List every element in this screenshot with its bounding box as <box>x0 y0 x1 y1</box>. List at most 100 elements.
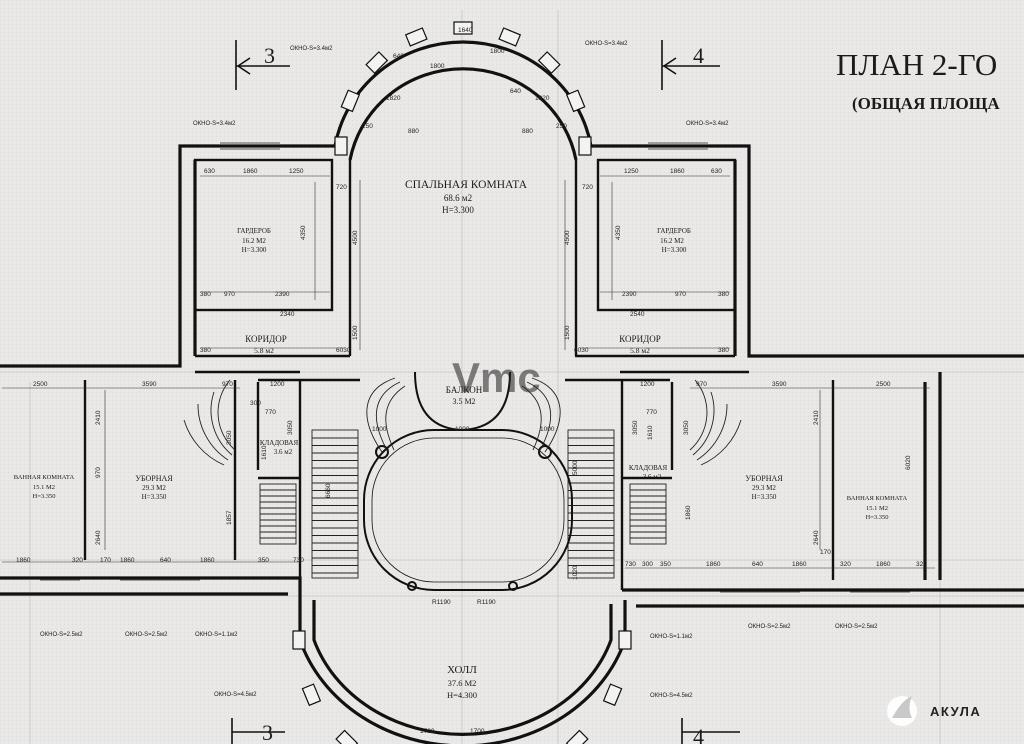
window-label: ОКНО-S=2.5м2 <box>40 632 83 638</box>
dimension: 3590 <box>142 381 157 388</box>
dimension: 1000 <box>372 426 387 433</box>
dimension: 380 <box>200 291 211 298</box>
dimension: 970 <box>675 291 686 298</box>
dimension: 1860 <box>200 557 215 564</box>
dimension: 6030 <box>574 347 589 354</box>
dimension: 970 <box>95 467 102 478</box>
hall-area: 37.6 М2 <box>448 678 477 688</box>
dimension: 1500 <box>564 325 571 340</box>
dimension-lines <box>2 175 935 569</box>
hall-pier <box>618 630 632 650</box>
dimension: 5000 <box>572 460 579 475</box>
dimension: 1860 <box>685 505 692 520</box>
corridor-right-area: 5.8 м2 <box>630 346 650 355</box>
window-label: ОКНО-S=2.5м2 <box>125 632 168 638</box>
dimension: 770 <box>646 409 657 416</box>
watermark: Vmc <box>452 354 541 401</box>
section-mark-4-top: 4 <box>693 43 704 68</box>
dimension: 2410 <box>813 410 820 425</box>
hall-name: ХОЛЛ <box>447 664 477 676</box>
dimension: 4500 <box>564 230 571 245</box>
toilet-left-height: Н=3.350 <box>142 493 167 501</box>
wardrobe-left-height: Н=3.300 <box>242 246 267 254</box>
dimension: 1860 <box>120 557 135 564</box>
bath-left-name: ВАННАЯ КОМНАТА <box>14 474 75 481</box>
bath-right-name: ВАННАЯ КОМНАТА <box>847 495 908 502</box>
dimension: 4350 <box>615 225 622 240</box>
apse-pier <box>565 89 586 113</box>
apse-pier <box>537 51 561 75</box>
dimension: 3590 <box>772 381 787 388</box>
dimension: 320 <box>840 561 851 568</box>
dimension: 630 <box>711 168 722 175</box>
bedroom-height: Н=3.300 <box>442 205 474 215</box>
section-mark-4-bottom: 4 <box>693 724 704 744</box>
balcony-outline <box>363 371 573 591</box>
section-mark-3-bottom: 3 <box>262 720 273 744</box>
dimension: 2500 <box>876 381 891 388</box>
dimension: 1200 <box>640 381 655 388</box>
hall-pier <box>301 683 322 707</box>
window-label: ОКНО-S=3.4м2 <box>585 41 628 47</box>
dimension: 720 <box>582 184 593 191</box>
window-label: ОКНО-S=3.4м2 <box>686 121 729 127</box>
dimension: R1190 <box>477 599 496 606</box>
logo-text: АКУЛА <box>930 704 981 719</box>
side-curved-stairs <box>183 379 742 466</box>
corridor-right-name: КОРИДОР <box>619 334 660 344</box>
dimension: 250 <box>556 123 567 130</box>
dimension: 880 <box>522 128 533 135</box>
dimension: 2410 <box>95 410 102 425</box>
corridor-left-area: 5.8 м2 <box>254 346 274 355</box>
hall-height: Н=4.300 <box>447 690 477 700</box>
dimension: 350 <box>660 561 671 568</box>
toilet-left-name: УБОРНАЯ <box>135 474 173 483</box>
dimension: 320 <box>916 561 927 568</box>
vertical-dimension-values: 4350 4350 4500 4500 1500 1500 2410 2410 … <box>95 225 912 580</box>
dimension: 770 <box>265 409 276 416</box>
stair-left-flight <box>311 429 359 579</box>
dimension-values: 1640 1800 1800 640 640 1820 1820 880 880… <box>16 27 927 735</box>
dimension: 2340 <box>280 311 295 318</box>
window-label: ОКНО-S=3.4м2 <box>290 46 333 52</box>
room-labels: СПАЛЬНАЯ КОМНАТА 68.6 м2 Н=3.300 ГАРДЕРО… <box>14 179 908 700</box>
window-labels: ОКНО-S=3.4м2 ОКНО-S=3.4м2 ОКНО-S=3.4м2 О… <box>40 41 878 699</box>
storage-right-area: 3.6 м2 <box>643 473 662 481</box>
dimension: 1860 <box>706 561 721 568</box>
storage-right-name: КЛАДОВАЯ <box>629 464 668 472</box>
toilet-right-area: 29.3 М2 <box>752 484 776 492</box>
storage-left-name: КЛАДОВАЯ <box>260 439 299 447</box>
dimension: 1500 <box>352 325 359 340</box>
dimension: 1700 <box>420 728 435 735</box>
storage-left-area: 3.6 м2 <box>274 448 293 456</box>
dimension: 2640 <box>95 530 102 545</box>
dimension: 640 <box>510 88 521 95</box>
dimension: 1640 <box>458 27 473 34</box>
hall-pier <box>335 729 359 744</box>
construction-lines <box>0 10 1024 744</box>
dimension: 2390 <box>622 291 637 298</box>
dimension: 380 <box>718 347 729 354</box>
dimension: 1250 <box>624 168 639 175</box>
dimension: 4500 <box>352 230 359 245</box>
dimension: 1800 <box>430 63 445 70</box>
stair-right-flight <box>567 429 615 579</box>
dimension: 3050 <box>226 430 233 445</box>
dimension: 380 <box>718 291 729 298</box>
apse-pier <box>498 27 522 47</box>
balustrade-scrolls <box>366 377 561 453</box>
apse-pier <box>334 136 348 156</box>
dimension: 6660 <box>325 483 332 498</box>
dimension: 1860 <box>670 168 685 175</box>
dimension: 730 <box>625 561 636 568</box>
dimension: 350 <box>258 557 269 564</box>
corridor-left-name: КОРИДОР <box>245 334 286 344</box>
dimension: 1820 <box>535 95 550 102</box>
dimension: 640 <box>752 561 763 568</box>
bath-left-area: 15.1 М2 <box>33 484 55 491</box>
wardrobe-right-height: Н=3.300 <box>662 246 687 254</box>
dimension: 320 <box>72 557 83 564</box>
wardrobe-left-area: 16.2 М2 <box>242 237 266 245</box>
dimension: 2640 <box>813 530 820 545</box>
